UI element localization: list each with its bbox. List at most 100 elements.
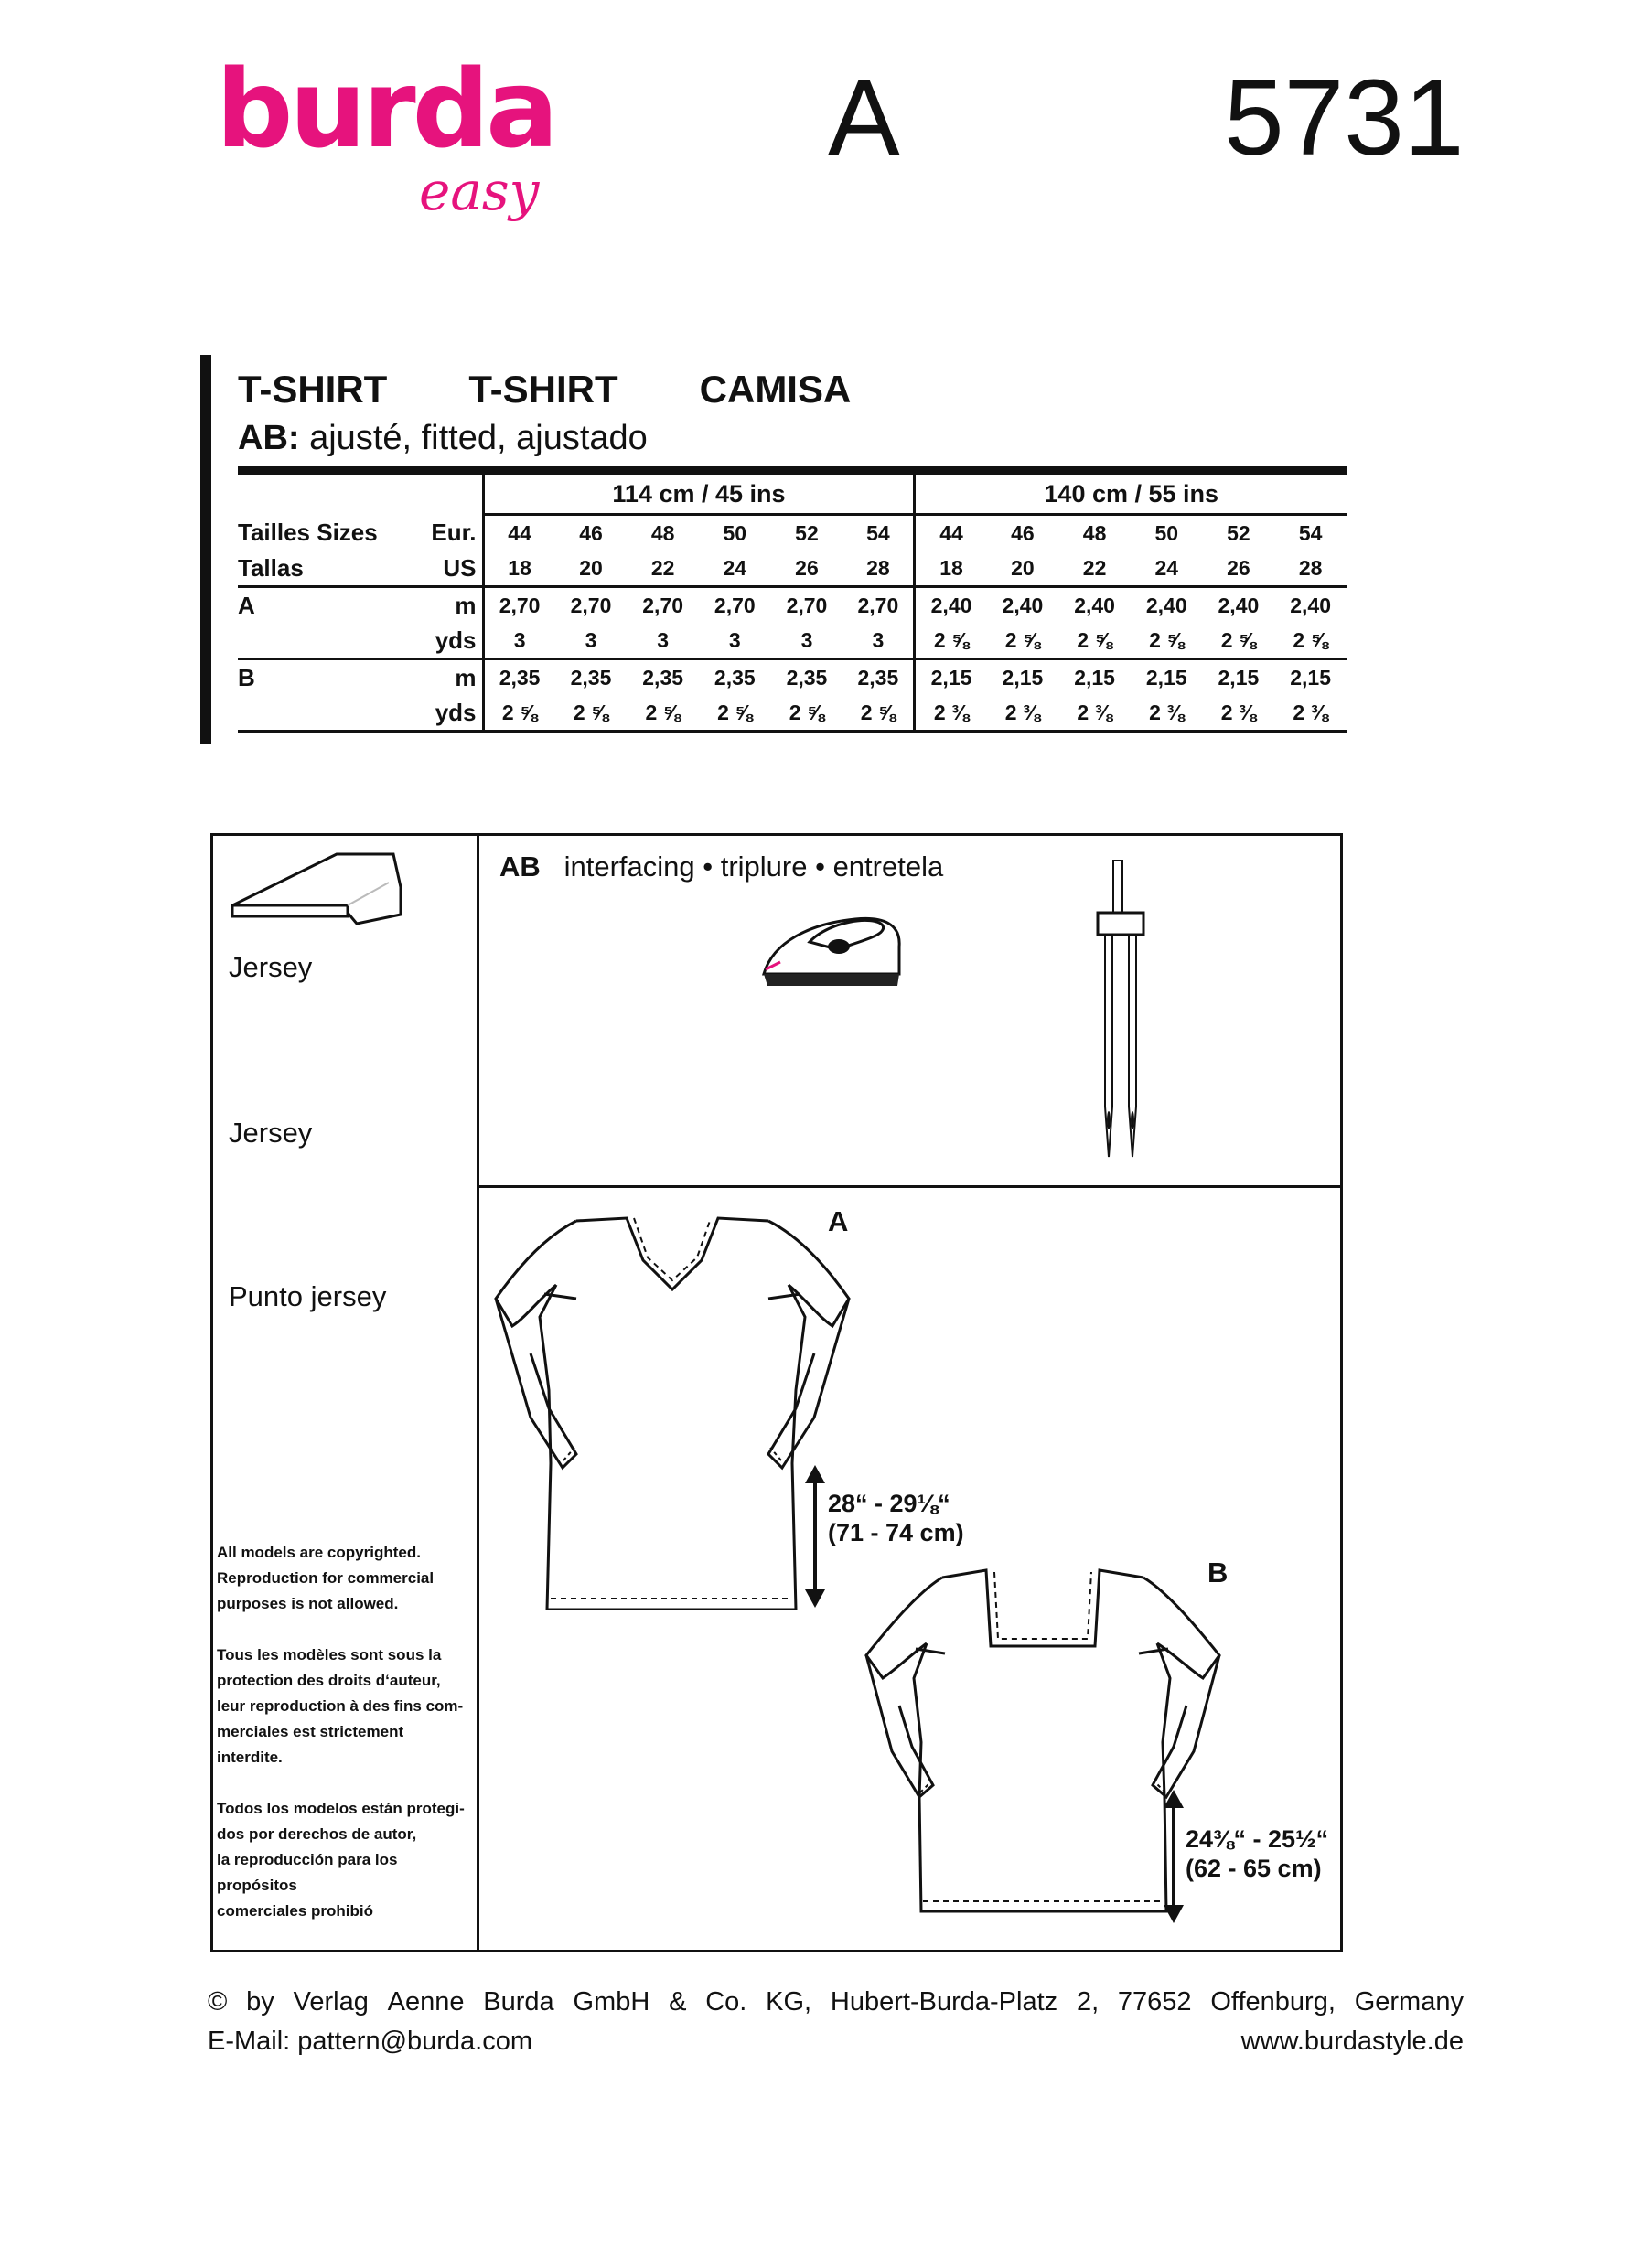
yardage-cell: 2,70 — [842, 585, 917, 623]
publisher-word: © — [208, 1987, 228, 2017]
yardage-cell: 26 — [795, 555, 819, 580]
copyright-fr-line: merciales est strictement interdite. — [217, 1723, 404, 1766]
fit-views: AB: — [238, 419, 300, 457]
yardage-cell: 2,35 — [842, 658, 917, 695]
copyright-es-line: dos por derechos de autor, — [217, 1825, 417, 1843]
yardage-cell: 2,35 — [698, 658, 771, 695]
info-box — [210, 833, 1343, 1952]
copyright-fr: Tous les modèles sont sous la protection… — [217, 1642, 473, 1771]
view-b-letter: B — [1207, 1557, 1229, 1589]
copyright-es-line: Todos los modelos están protegi- — [217, 1800, 465, 1817]
size-label: Tailles Sizes — [238, 518, 378, 546]
yardage-cell: 2 ⅝ — [933, 627, 970, 652]
size-label-es: Tallas — [238, 553, 304, 582]
yardage-cell: 2,15 — [1058, 658, 1131, 695]
publisher-word: Burda — [483, 1987, 554, 2017]
copyright-es: Todos los modelos están protegi- dos por… — [217, 1796, 473, 1924]
yardage-cell: 2,40 — [1130, 585, 1203, 623]
contact-email: E-Mail: pattern@burda.com — [208, 2027, 533, 2056]
yardage-cell: 48 — [1082, 520, 1107, 545]
yardage-cell: 2 ⅝ — [554, 695, 628, 733]
yardage-cell: 2,15 — [1202, 658, 1275, 695]
yardage-cell: 2,70 — [483, 585, 555, 623]
yardage-cell: 2,40 — [1058, 585, 1131, 623]
yardage-cell: 52 — [795, 520, 819, 545]
view-label: B — [238, 658, 413, 695]
length-a-cm: (71 - 74 cm) — [828, 1519, 964, 1547]
yardage-cell: 46 — [1011, 520, 1035, 545]
yardage-cell: 3 — [657, 627, 670, 652]
unit-label: yds — [412, 623, 485, 659]
copyright-fr-line: leur reproduction à des fins com- — [217, 1697, 464, 1715]
copyright-es-line: comerciales prohibió — [217, 1902, 373, 1920]
yardage-cell: 22 — [1082, 555, 1107, 580]
yardage-cell: 2,40 — [1202, 585, 1275, 623]
copyright-fr-line: protection des droits d‘auteur, — [217, 1672, 441, 1689]
yardage-cell: 20 — [579, 555, 603, 580]
eur-label: Eur. — [412, 514, 485, 551]
copyright-en-line: All models are copyrighted. — [217, 1544, 421, 1561]
yardage-cell: 54 — [842, 514, 917, 551]
yardage-cell: 2,70 — [627, 585, 699, 623]
notions-interfacing: interfacing • triplure • entretela — [563, 850, 944, 883]
length-a-inches: 28“ - 29⅛“ — [828, 1490, 950, 1517]
yardage-cell: 26 — [1227, 555, 1250, 580]
length-b-inches: 24⅜“ - 25½“ — [1186, 1825, 1329, 1853]
yardage-cell: 24 — [723, 555, 747, 580]
yardage-cell: 24 — [1154, 555, 1179, 580]
publisher-word: Germany — [1354, 1987, 1464, 2017]
brand-logo-sub: easy — [419, 160, 540, 222]
yardage-cell: 2 ⅝ — [1077, 627, 1112, 652]
yardage-cell: 20 — [1011, 555, 1035, 580]
fabric-width-114: 114 cm / 45 ins — [483, 466, 917, 516]
envelope-view-letter: A — [828, 58, 900, 178]
yardage-cell: 52 — [1227, 520, 1250, 545]
yardage-cell: 54 — [1298, 520, 1323, 545]
fabric-label-es: Punto jersey — [229, 1280, 387, 1312]
yardage-cell: 28 — [842, 551, 917, 587]
us-label: US — [412, 551, 485, 587]
yardage-cell: 2,15 — [986, 658, 1059, 695]
website-link[interactable]: www.burdastyle.de — [1240, 2027, 1464, 2056]
yardage-cell: 2 ⅝ — [1149, 627, 1185, 652]
publisher-word: KG, — [766, 1987, 812, 2017]
brand-logo: burda — [216, 46, 559, 172]
view-label — [238, 695, 413, 733]
copyright-notice: All models are copyrighted. Reproduction… — [217, 1540, 473, 1950]
yardage-cell: 22 — [650, 555, 675, 580]
yardage-cell: 2 ⅝ — [1220, 627, 1257, 652]
length-b-cm: (62 - 65 cm) — [1186, 1855, 1322, 1883]
yardage-cell: 2,15 — [1274, 658, 1347, 695]
notions-text: AB interfacing • triplure • entretela — [499, 850, 943, 883]
yardage-cell: 2,35 — [554, 658, 628, 695]
title-accent-bar — [200, 355, 211, 744]
garment-title: T-SHIRT T-SHIRT CAMISA — [238, 368, 852, 411]
yardage-cell: 48 — [650, 520, 675, 545]
copyright-en-line: Reproduction for commercial — [217, 1569, 435, 1587]
yardage-table: 114 cm / 45 ins 140 cm / 55 ins Tailles … — [238, 466, 1347, 733]
publisher-word: 77652 — [1117, 1987, 1192, 2017]
view-a-letter: A — [828, 1205, 849, 1237]
fabric-label-fr: Jersey — [229, 951, 313, 983]
box-divider-horizontal — [477, 1185, 1340, 1188]
unit-label: m — [412, 658, 485, 695]
length-arrow-b — [1164, 1790, 1184, 1923]
yardage-cell: 2 ⅝ — [698, 695, 771, 733]
yardage-cell: 3 — [585, 627, 597, 652]
yardage-cell: 2 ⅜ — [986, 695, 1059, 733]
view-label: A — [238, 585, 413, 623]
yardage-cell: 2 ⅝ — [842, 695, 917, 733]
yardage-cell: 18 — [939, 555, 963, 580]
yardage-cell: 2,70 — [698, 585, 771, 623]
yardage-cell: 2 ⅜ — [1058, 695, 1131, 733]
twin-needle-icon — [1096, 860, 1145, 1158]
publisher-word: & — [669, 1987, 687, 2017]
fit-text: ajusté, fitted, ajustado — [309, 419, 648, 457]
yardage-cell: 2,35 — [770, 658, 843, 695]
yardage-cell: 2,40 — [986, 585, 1059, 623]
unit-label: yds — [412, 695, 485, 733]
pattern-number: 5731 — [1224, 58, 1465, 178]
yardage-cell: 2,70 — [770, 585, 843, 623]
fabric-width-140: 140 cm / 55 ins — [914, 466, 1347, 516]
notions-views: AB — [499, 850, 541, 883]
